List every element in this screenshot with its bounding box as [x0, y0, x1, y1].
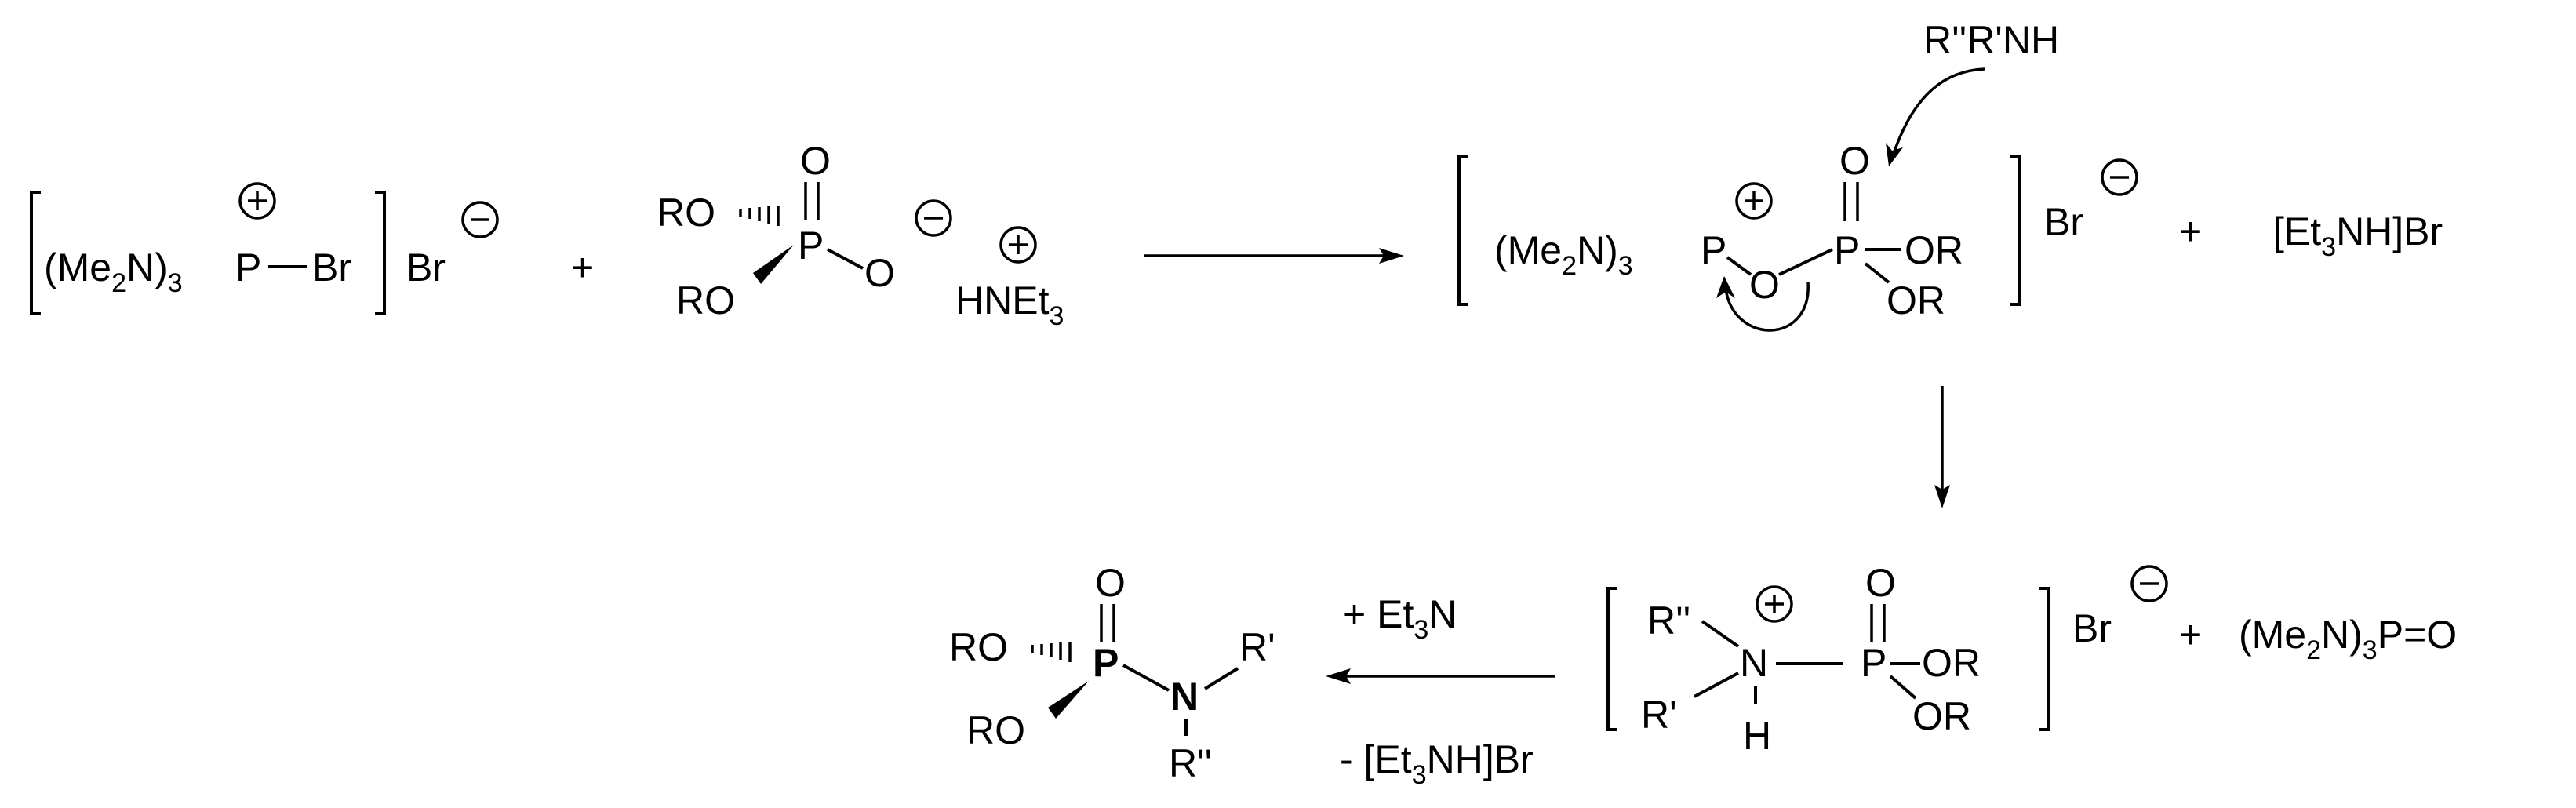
p-n-bond [1122, 664, 1170, 692]
reactant-phosphate-salt: O RO P O RO HNEt3 [657, 139, 1064, 331]
positive-charge-icon [999, 226, 1037, 264]
reaction-arrow-2 [1934, 386, 1950, 508]
phosphoryl-oxygen: O [1865, 561, 1896, 605]
bromide-counterion: Br [2044, 200, 2083, 244]
alkoxy-group-1: OR [1922, 641, 1981, 685]
triethylammonium-bromide: [Et3NH]Br [2273, 209, 2443, 262]
p-or-bond-2 [1864, 262, 1890, 284]
left-bracket [1606, 587, 1617, 731]
bromine-atom: Br [312, 246, 351, 289]
product-phosphoramidate: O RO P N R' R'' RO [949, 561, 1275, 785]
reactant-phosphonium-bromide: (Me2N)3 P Br Br [30, 182, 499, 315]
alkoxy-group-2: OR [1912, 694, 1971, 738]
left-bracket [30, 191, 41, 315]
phosphorus-atom: P [1861, 641, 1887, 685]
phosphorus-atom: P [1093, 641, 1119, 685]
p-o-bond-left [1726, 256, 1752, 276]
positive-charge-icon [238, 182, 276, 220]
positive-charge-icon [1735, 182, 1773, 220]
negative-charge-icon [2130, 565, 2168, 602]
phosphoryl-oxygen: O [1095, 561, 1126, 605]
phosphate-phosphorus: P [1834, 228, 1860, 272]
right-bracket [375, 191, 386, 315]
alkoxy-group-1: OR [1905, 228, 1963, 272]
negative-charge-icon [2101, 158, 2138, 196]
substituent-r-double-prime: R'' [1647, 599, 1690, 642]
r2-n-bond [1701, 620, 1740, 648]
substituent-r-prime: R' [1239, 625, 1275, 669]
o-p-bond-right [1778, 248, 1833, 276]
dimethylamino-prefix: (Me2N)3 [44, 246, 183, 298]
phosphorus-atom: P [235, 246, 261, 289]
dimethylamino-prefix: (Me2N)3 [1494, 228, 1633, 281]
hmpa-byproduct: (Me2N)3P=O [2239, 613, 2457, 665]
positive-charge-icon [1756, 585, 1793, 623]
phosphoryl-oxygen: O [800, 139, 831, 183]
phosphoryl-oxygen: O [1839, 139, 1870, 183]
substituent-r-prime: R' [1641, 693, 1677, 737]
hydrogen-atom: H [1743, 714, 1771, 758]
anionic-oxygen: O [864, 251, 895, 295]
alkoxy-group-bottom: RO [676, 278, 735, 322]
alkoxy-group-top: RO [657, 191, 715, 235]
negative-charge-icon [461, 201, 499, 238]
nitrogen-atom: N [1170, 675, 1199, 719]
right-bracket [2039, 587, 2050, 731]
curved-arrow-icon [1886, 67, 1985, 166]
r1-n-bond [1694, 672, 1739, 698]
alkoxy-group-2: OR [1887, 278, 1945, 322]
p-or-bond-2 [1889, 675, 1917, 700]
reagent-above-arrow: + Et3N [1343, 592, 1457, 645]
plus-sign: + [2179, 209, 2202, 253]
right-bracket [2010, 155, 2021, 306]
substituent-r-double-prime: R'' [1169, 741, 1212, 785]
plus-sign: + [2179, 613, 2202, 657]
curved-arrow-icon [1716, 276, 1810, 332]
phosphonium-phosphorus: P [1701, 228, 1726, 272]
alkoxy-group-bottom: RO [966, 708, 1025, 752]
reaction-arrow-1 [1144, 248, 1404, 264]
phosphorus-atom: P [798, 224, 824, 268]
p-o-bond [827, 248, 864, 270]
n-r1-bond [1203, 667, 1239, 690]
left-bracket [1457, 155, 1468, 306]
nitrogen-atom: N [1740, 641, 1768, 685]
bromide-counterion: Br [2072, 606, 2112, 650]
reaction-arrow-3 [1326, 668, 1555, 684]
bromide-counterion: Br [406, 246, 446, 289]
wedge-bond [1048, 681, 1089, 719]
negative-charge-icon [915, 199, 952, 237]
hashed-bond [739, 206, 780, 226]
amine-reagent: R''R'NH [1923, 18, 2059, 62]
intermediate-mixed-anhydride: (Me2N)3 P O O P OR OR Br [1457, 139, 2138, 332]
wedge-bond [753, 245, 794, 284]
intermediate-phosphoramide-ammonium: R'' N R' H O P OR OR Br [1606, 561, 2168, 758]
reagent-below-arrow: - [Et3NH]Br [1340, 737, 1534, 790]
alkoxy-group-top: RO [949, 625, 1008, 669]
triethylammonium-cation: HNEt3 [955, 278, 1064, 331]
plus-sign: + [571, 246, 594, 289]
hashed-bond [1031, 642, 1072, 662]
bridging-oxygen: O [1749, 263, 1780, 307]
